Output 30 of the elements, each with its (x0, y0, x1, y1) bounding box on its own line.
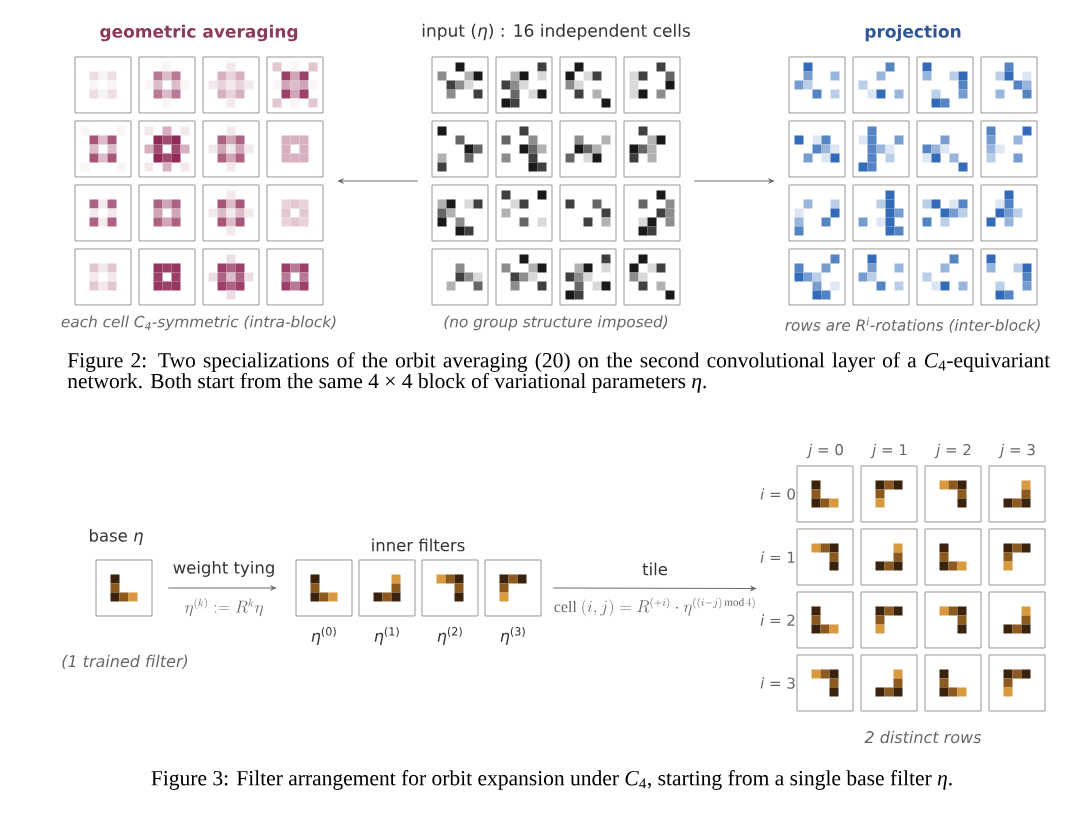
panel-caption: rows are R$^{i}$-rotations (inter-block) (785, 317, 1040, 333)
panel-title: geometric averaging (100, 24, 298, 42)
figure-caption: Figure 2: Two specializations of the orbit averaging (20) on the second convolutional layer of a C$_{4}$-equivariant network. Both start from the same 4 × 4 block of variational parameters η. (67, 352, 1051, 393)
axis-label: i = 1 (760, 551, 795, 563)
axis-label: j = 3 (998, 443, 1035, 459)
panel-title: input (η) : 16 independent cells (422, 23, 690, 41)
filter-title: base η (90, 529, 143, 545)
panel-caption: (no group structure imposed) (444, 315, 668, 331)
axis-label: j = 2 (934, 443, 971, 459)
group-title: inner filters (372, 538, 465, 552)
figure-caption: Figure 3: Filter arrangement for orbit expansion under C$_{4}$, starting from a single base filter η. (151, 770, 952, 790)
axis-label: j = 0 (806, 443, 843, 459)
panel-title: projection (865, 24, 961, 42)
filter-label: η$^{(0)}$ (311, 626, 336, 646)
filter-caption: (1 trained filter) (62, 654, 188, 670)
axis-label: j = 1 (870, 443, 907, 459)
filter-label: η$^{(3)}$ (500, 626, 525, 646)
filter-caption: 2 distinct rows (864, 730, 982, 744)
axis-label: i = 0 (760, 488, 795, 500)
axis-label: i = 2 (760, 614, 795, 626)
arrow (167, 585, 277, 591)
formula-label: $\eta^{(k)} := R^{k}\eta$ (183, 597, 265, 617)
axis-label: i = 3 (760, 677, 795, 689)
arrow (552, 586, 757, 591)
arrow (693, 178, 775, 184)
filter-label: η$^{(2)}$ (437, 626, 462, 646)
edge-label: weight tying (171, 560, 277, 578)
filter-label: η$^{(1)}$ (374, 626, 399, 646)
panel-caption: each cell C$_{4}$-symmetric (intra-block) (61, 315, 336, 331)
arrow (338, 178, 419, 184)
